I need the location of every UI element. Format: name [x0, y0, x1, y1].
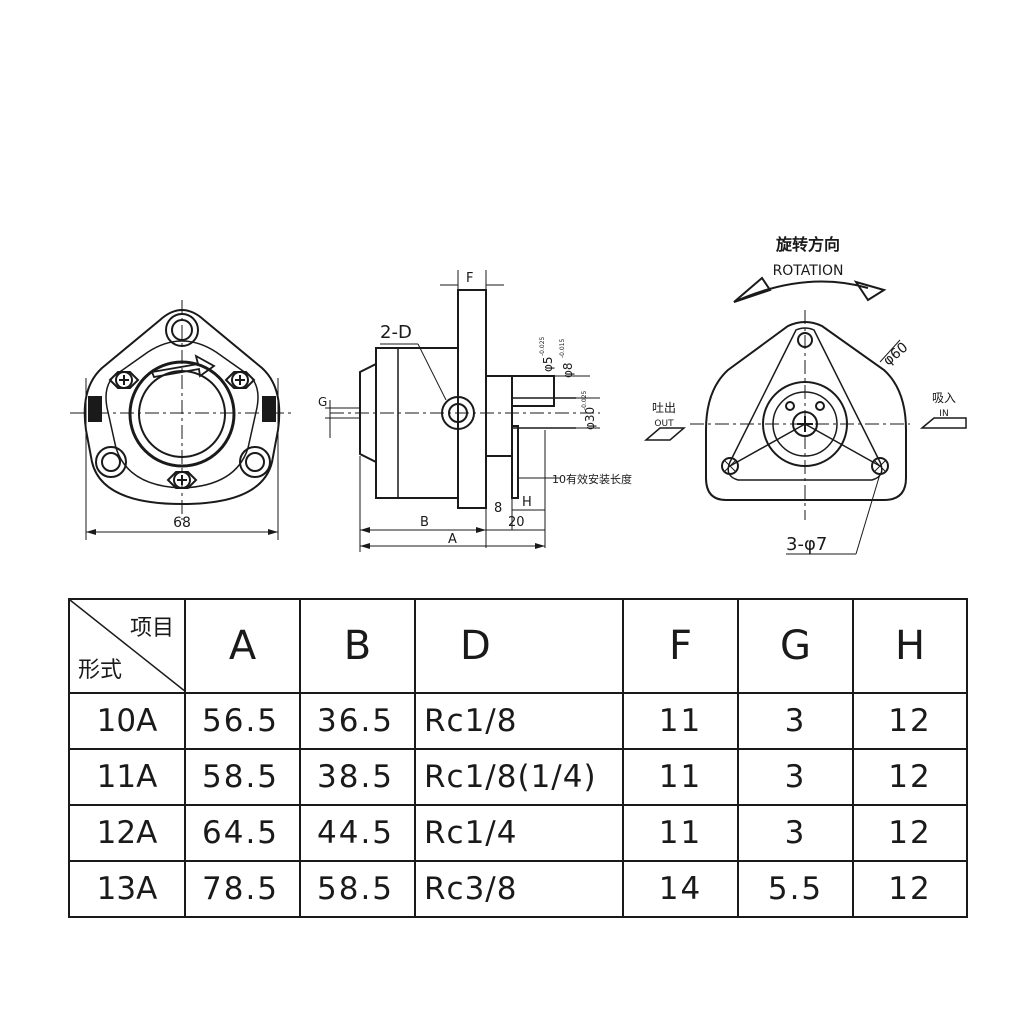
- header-h: H: [852, 598, 968, 694]
- cell-f: 11: [622, 692, 739, 750]
- cell-d: Rc3/8: [414, 860, 624, 918]
- table-row: 12A 64.5 44.5 Rc1/4 11 3 12: [68, 804, 968, 862]
- table-row: 10A 56.5 36.5 Rc1/8 11 3 12: [68, 692, 968, 750]
- cell-f: 11: [622, 804, 739, 862]
- cell-h: 12: [852, 692, 968, 750]
- corner-cell: 项目 形式: [68, 598, 186, 694]
- cell-g: 3: [737, 804, 854, 862]
- cell-a: 64.5: [184, 804, 301, 862]
- dim-d3: φ30: [583, 407, 597, 430]
- pump-drawing: 68 2-D F G φ5 -0.025 φ8 -0.015 φ30 -0.02…: [70, 235, 967, 555]
- corner-diagonal: [70, 600, 186, 692]
- corner-label-item: 项目: [129, 616, 174, 641]
- front-width-dim: 68: [173, 515, 191, 531]
- dia-60: φ60: [880, 339, 911, 369]
- table-header-row: 项目 形式 A B D F G H: [68, 598, 968, 694]
- table-row: 11A 58.5 38.5 Rc1/8(1/4) 11 3 12: [68, 748, 968, 806]
- spec-table: 项目 形式 A B D F G H 10A 56.5 36.5 Rc1/8 11…: [68, 598, 968, 918]
- bolt-bottom: [166, 471, 198, 489]
- rotation-label-cn: 旋转方向: [775, 235, 840, 254]
- corner-label-model: 形式: [78, 658, 123, 683]
- dim-d1-tol: -0.025: [539, 336, 546, 356]
- cell-b: 36.5: [299, 692, 416, 750]
- inlet-label-cn: 吸入: [932, 391, 956, 405]
- header-b: B: [299, 598, 416, 694]
- outlet-label-en: OUT: [654, 419, 674, 429]
- rotation-label-en: ROTATION: [773, 263, 844, 279]
- cell-d: Rc1/4: [414, 804, 624, 862]
- dim-d1: φ5: [541, 356, 555, 372]
- cell-model: 12A: [68, 804, 186, 862]
- bolt-right: [224, 371, 256, 389]
- cell-g: 5.5: [737, 860, 854, 918]
- dim-f: F: [466, 271, 473, 286]
- dim-20: 20: [508, 515, 525, 530]
- cell-a: 78.5: [184, 860, 301, 918]
- dim-h: H: [522, 495, 532, 510]
- dim-g: G: [318, 395, 327, 409]
- header-g: G: [737, 598, 854, 694]
- dim-a: A: [448, 532, 457, 547]
- bolt-left: [108, 371, 140, 389]
- dim-d2: φ8: [561, 362, 575, 378]
- holes-label: 3-φ7: [786, 534, 827, 555]
- cell-a: 56.5: [184, 692, 301, 750]
- front-view: [70, 300, 292, 540]
- header-d: D: [414, 598, 624, 694]
- header-f: F: [622, 598, 739, 694]
- cell-f: 11: [622, 748, 739, 806]
- rear-view: [643, 276, 967, 555]
- cell-h: 12: [852, 860, 968, 918]
- cell-g: 3: [737, 692, 854, 750]
- cell-h: 12: [852, 804, 968, 862]
- dim-d2-tol: -0.015: [559, 338, 566, 358]
- cell-model: 11A: [68, 748, 186, 806]
- outlet-label-cn: 吐出: [652, 401, 676, 415]
- table-row: 13A 78.5 58.5 Rc3/8 14 5.5 12: [68, 860, 968, 918]
- dim-b: B: [420, 515, 429, 530]
- cell-d: Rc1/8: [414, 692, 624, 750]
- port-label: 2-D: [380, 322, 412, 343]
- inlet-label-en: IN: [939, 409, 948, 419]
- cell-d: Rc1/8(1/4): [414, 748, 624, 806]
- cell-model: 10A: [68, 692, 186, 750]
- dim-8: 8: [494, 501, 502, 516]
- cell-b: 38.5: [299, 748, 416, 806]
- header-a: A: [184, 598, 301, 694]
- cell-a: 58.5: [184, 748, 301, 806]
- cell-g: 3: [737, 748, 854, 806]
- cell-b: 58.5: [299, 860, 416, 918]
- side-view: [325, 270, 600, 552]
- cell-f: 14: [622, 860, 739, 918]
- shaft-note: 10有效安装长度: [552, 472, 632, 486]
- dim-d3-tol: -0.025: [581, 390, 588, 410]
- cell-model: 13A: [68, 860, 186, 918]
- cell-h: 12: [852, 748, 968, 806]
- cell-b: 44.5: [299, 804, 416, 862]
